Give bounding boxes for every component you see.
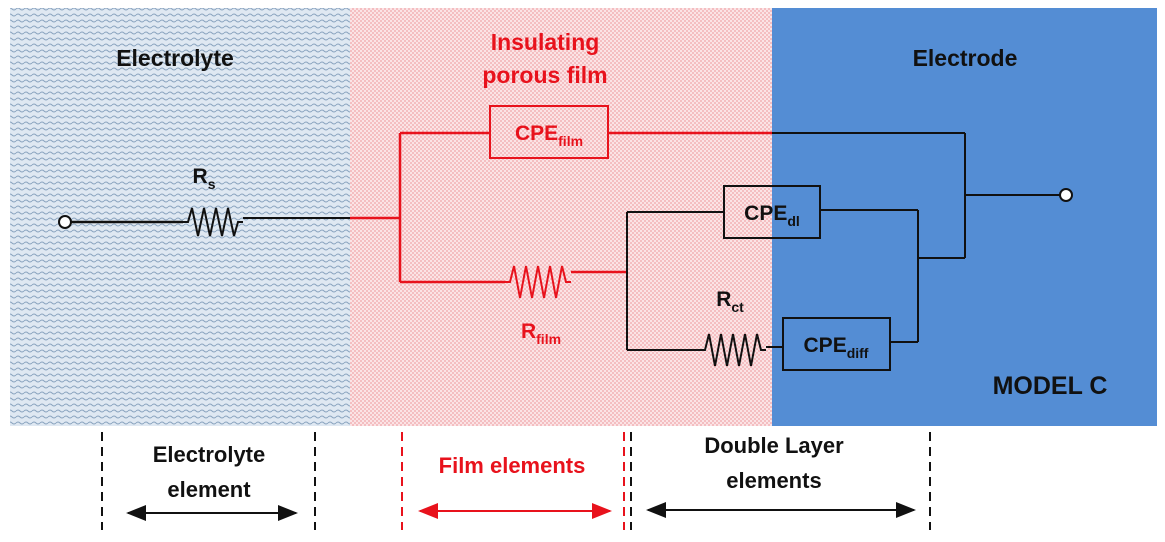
legend-electrolyte-line2: element [167, 477, 251, 502]
r-film-sub: film [536, 331, 561, 347]
cpe-dl-main: CPE [744, 202, 787, 225]
rs-label: Rs [193, 165, 216, 192]
input-terminal [58, 215, 72, 229]
electrode-label: Electrode [913, 45, 1018, 71]
film-label-line2: porous film [482, 62, 607, 88]
rs-resistor [183, 207, 243, 237]
cpe-diff-label: CPEdiff [804, 334, 869, 361]
cpe-film-label: CPEfilm [515, 122, 583, 149]
r-ct-main: R [716, 288, 731, 311]
r-ct-resistor [700, 333, 766, 367]
film-label-line1: Insulating [491, 29, 600, 55]
r-film-main: R [521, 320, 536, 343]
electrolyte-label: Electrolyte [116, 45, 234, 71]
rs-sub: s [208, 176, 216, 192]
cpe-diff-main: CPE [804, 334, 847, 357]
cpe-dl-sub: dl [787, 213, 799, 229]
output-terminal [1059, 188, 1073, 202]
legend-electrolyte-line1: Electrolyte [153, 442, 266, 467]
cpe-dl-box [723, 185, 821, 239]
legend-double-layer-line2: elements [726, 468, 821, 493]
cpe-film-main: CPE [515, 122, 558, 145]
cpe-diff-sub: diff [847, 345, 869, 361]
r-ct-sub: ct [731, 299, 744, 315]
r-film-resistor [505, 265, 571, 299]
legend-film-line1: Film elements [439, 453, 586, 478]
film-region [350, 8, 772, 426]
cpe-dl-label: CPEdl [744, 202, 800, 229]
r-ct-label: Rct [716, 288, 744, 315]
cpe-film-box [489, 105, 609, 159]
cpe-diff-box [782, 317, 891, 371]
model-label: MODEL C [993, 372, 1108, 400]
rs-main: R [193, 165, 208, 188]
cpe-film-sub: film [558, 133, 583, 149]
r-film-label: Rfilm [521, 320, 561, 347]
legend-double-layer-line1: Double Layer [704, 433, 844, 458]
